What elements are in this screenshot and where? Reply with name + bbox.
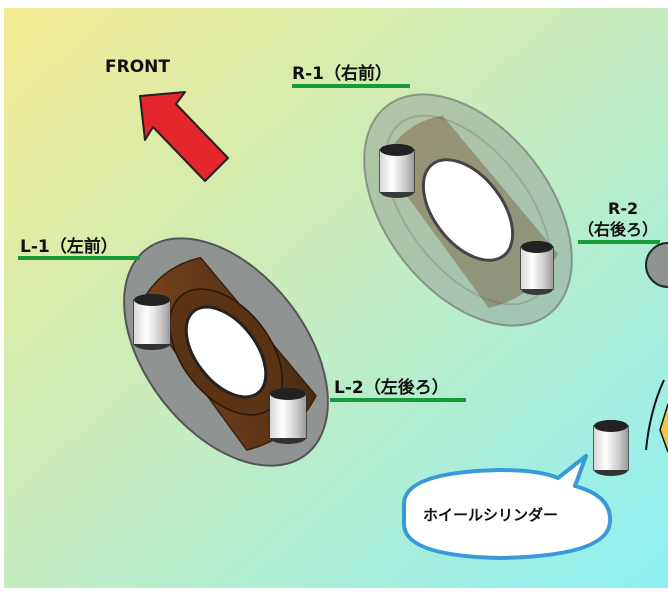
right-brake-assembly [363, 93, 573, 327]
label-r2-line2: （右後ろ） [578, 220, 658, 239]
label-l1: L-1（左前） [20, 236, 118, 257]
front-label: FRONT [105, 57, 170, 77]
cylinder-l1-icon [133, 294, 171, 350]
front-arrow-icon [139, 91, 229, 182]
right-edge-figure [645, 242, 668, 453]
label-r2-line1: R-2 [608, 199, 638, 218]
cylinder-l2-icon [269, 388, 307, 444]
wheel-cylinder-callout: ホイールシリンダー [402, 454, 613, 560]
label-l2: L-2（左後ろ） [334, 377, 449, 398]
cylinder-r1-icon [379, 144, 415, 198]
wheel-cylinder-label: ホイールシリンダー [423, 506, 558, 524]
leader-lines [18, 84, 660, 402]
label-r1: R-1（右前） [292, 63, 392, 84]
cylinder-r2-icon [520, 241, 554, 295]
wheel-cylinder-sample-icon [593, 420, 629, 476]
